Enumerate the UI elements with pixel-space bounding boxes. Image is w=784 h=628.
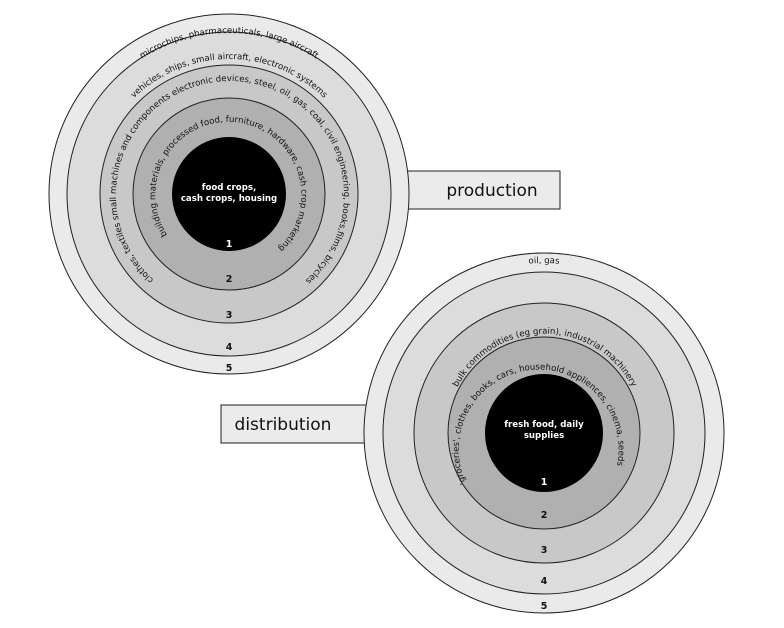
production-ring-number-5: 5 <box>226 363 233 374</box>
distribution-ring-number-2: 2 <box>541 510 548 521</box>
production-ring-number-1: 1 <box>226 239 233 250</box>
production-diagram: microchips, pharmaceuticals, large aircr… <box>48 13 410 375</box>
distribution-center-line-1: fresh food, daily <box>504 420 584 430</box>
distribution-core <box>485 374 603 492</box>
distribution-center-line-2: supplies <box>524 431 564 441</box>
production-core <box>172 137 286 251</box>
distribution-ring-number-5: 5 <box>541 601 548 612</box>
distribution-ring-number-3: 3 <box>541 545 548 556</box>
production-ring-number-2: 2 <box>226 274 233 285</box>
distribution-ring-number-1: 1 <box>541 477 548 488</box>
distribution-label: distribution <box>235 415 332 435</box>
production-ring-number-4: 4 <box>226 342 233 353</box>
production-center-line-2: cash crops, housing <box>181 194 277 204</box>
production-center-line-1: food crops, <box>202 183 256 193</box>
distribution-diagram: oil, gas bulk commodities (eg grain), in… <box>363 252 725 614</box>
distribution-ring-5-text: oil, gas <box>528 256 560 267</box>
production-ring-number-3: 3 <box>226 310 233 321</box>
production-label: production <box>446 181 537 201</box>
distribution-ring-number-4: 4 <box>541 576 548 587</box>
